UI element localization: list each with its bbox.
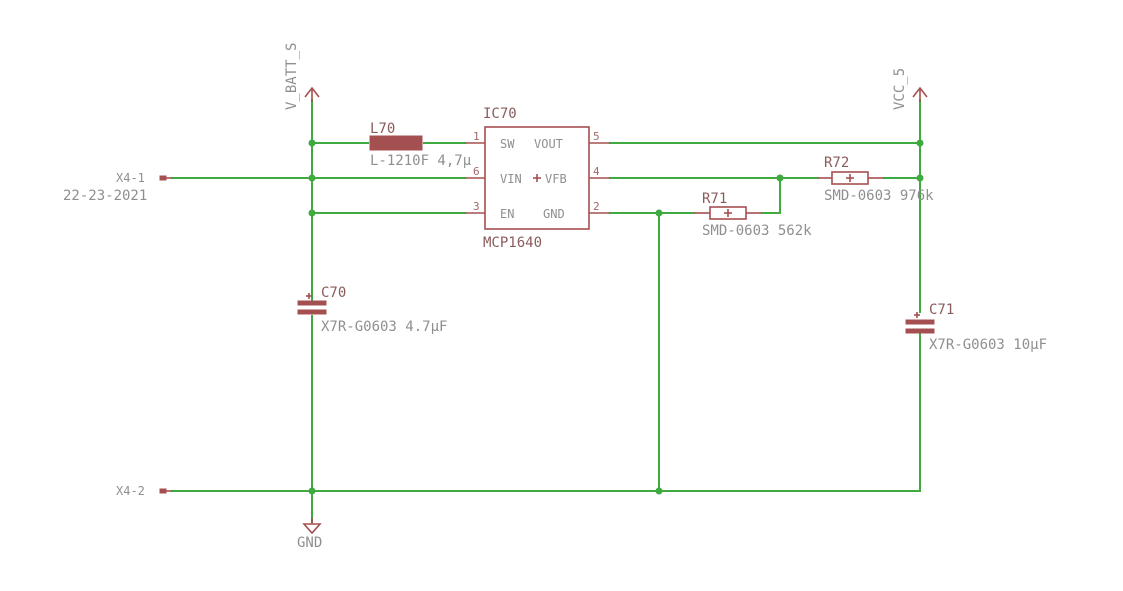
- vcc-net-label: VCC_5: [892, 68, 908, 110]
- pin-number-en: 3: [473, 200, 480, 213]
- l70-inductor[interactable]: L70 L-1210F 4,7µ: [369, 121, 472, 169]
- junction: [308, 174, 316, 182]
- x4-2-name: X4-2: [116, 484, 145, 498]
- supply-arrow-icon: [304, 86, 320, 98]
- c71-value: X7R-G0603 10µF: [929, 337, 1047, 353]
- pin-number-vout: 5: [593, 130, 600, 143]
- gnd-symbol[interactable]: GND: [297, 518, 322, 551]
- pin-label-sw: SW: [500, 137, 515, 151]
- r72-resistor[interactable]: R72 SMD-0603 976k: [818, 155, 934, 204]
- pin-label-en: EN: [500, 207, 514, 221]
- r72-name: R72: [824, 155, 849, 171]
- l70-name: L70: [370, 121, 395, 137]
- r72-value: SMD-0603 976k: [824, 188, 934, 204]
- x4-2-connector[interactable]: X4-2: [116, 484, 172, 498]
- vbatt-supply-symbol[interactable]: V_BATT_S: [284, 43, 320, 110]
- junction: [655, 209, 663, 217]
- junction: [655, 487, 663, 495]
- junctions: [308, 139, 924, 495]
- pin-label-vfb: VFB: [545, 172, 567, 186]
- x4-1-name: X4-1: [116, 171, 145, 185]
- c70-value: X7R-G0603 4.7µF: [321, 319, 447, 335]
- vcc-supply-symbol[interactable]: VCC_5: [892, 68, 928, 110]
- x4-1-value: 22-23-2021: [63, 188, 147, 204]
- r71-name: R71: [702, 191, 727, 207]
- capacitor-plate: [297, 309, 327, 315]
- gnd-net-label: GND: [297, 535, 322, 551]
- pin-number-vfb: 4: [593, 165, 600, 178]
- capacitor-plate: [297, 300, 327, 306]
- capacitor-plate: [905, 328, 935, 334]
- ic70-name: IC70: [483, 106, 517, 122]
- junction: [916, 174, 924, 182]
- capacitor-plate: [905, 319, 935, 325]
- junction: [308, 139, 316, 147]
- l70-value: L-1210F 4,7µ: [370, 153, 472, 169]
- pin-label-vin: VIN: [500, 172, 522, 186]
- pin-label-vout: VOUT: [534, 137, 563, 151]
- connector-pin-icon: [159, 488, 167, 494]
- connector-pin-icon: [159, 175, 167, 181]
- c71-capacitor[interactable]: C71 X7R-G0603 10µF: [905, 302, 1047, 353]
- pin-label-gnd: GND: [543, 207, 565, 221]
- c70-name: C70: [321, 285, 346, 301]
- c71-name: C71: [929, 302, 954, 318]
- r71-resistor[interactable]: R71 SMD-0603 562k: [694, 191, 812, 239]
- inductor-body: [369, 135, 423, 151]
- c70-capacitor[interactable]: C70 X7R-G0603 4.7µF: [297, 285, 447, 335]
- x4-1-connector[interactable]: X4-1 22-23-2021: [63, 171, 172, 204]
- pin-number-sw: 1: [473, 130, 480, 143]
- junction: [308, 209, 316, 217]
- ic70-value: MCP1640: [483, 235, 542, 251]
- pin-number-gnd: 2: [593, 200, 600, 213]
- vbatt-net-label: V_BATT_S: [284, 43, 300, 110]
- supply-arrow-icon: [912, 86, 928, 98]
- ic70-component[interactable]: IC70 MCP1640 1 6 3 5 4 2 SW VIN EN VOUT …: [465, 106, 610, 251]
- junction: [916, 139, 924, 147]
- junction: [776, 174, 784, 182]
- wires: [171, 99, 921, 523]
- junction: [308, 487, 316, 495]
- ground-icon: [302, 523, 322, 535]
- r71-value: SMD-0603 562k: [702, 223, 812, 239]
- pin-number-vin: 6: [473, 165, 480, 178]
